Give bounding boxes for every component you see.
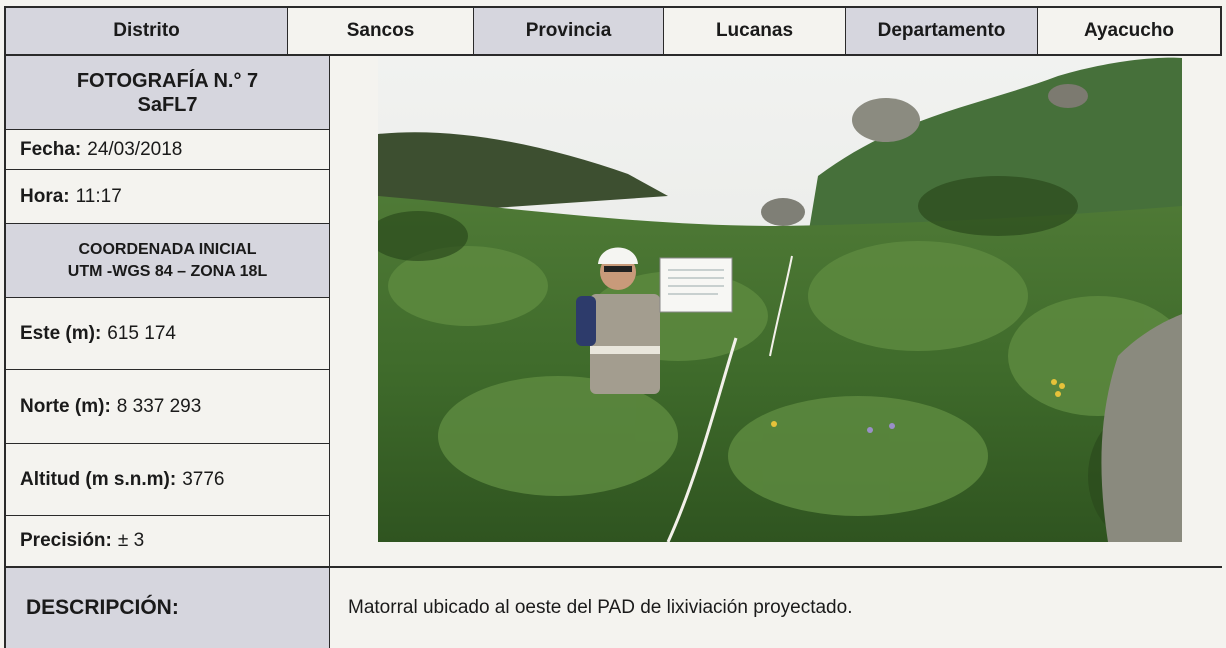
photo-number: FOTOGRAFÍA N.° 7 (76, 69, 259, 92)
field-photo-image (378, 56, 1182, 542)
provincia-value: Lucanas (664, 8, 846, 54)
altitud-cell: Altitud (m s.n.m): 3776 (6, 444, 329, 516)
distrito-value: Sancos (288, 8, 474, 54)
este-cell: Este (m): 615 174 (6, 298, 329, 370)
departamento-label: Departamento (846, 8, 1038, 54)
description-text: Matorral ubicado al oeste del PAD de lix… (348, 597, 853, 618)
clipped-header-strip (0, 0, 1226, 8)
fecha-value: 24/03/2018 (87, 138, 183, 160)
coordenada-system: UTM -WGS 84 – ZONA 18L (67, 262, 268, 280)
distrito-label: Distrito (6, 8, 288, 54)
hora-cell: Hora: 11:17 (6, 170, 329, 224)
precision-value: ± 3 (117, 530, 145, 551)
norte-cell: Norte (m): 8 337 293 (6, 370, 329, 444)
departamento-value: Ayacucho (1083, 20, 1175, 41)
hora-value: 11:17 (75, 185, 122, 207)
photo-title-cell: FOTOGRAFÍA N.° 7 SaFL7 (6, 56, 329, 130)
norte-label: Norte (m): (20, 395, 111, 417)
field-photo (378, 56, 1182, 542)
surveyor-figure (576, 247, 660, 394)
norte-value: 8 337 293 (116, 395, 202, 417)
coordenada-title: COORDENADA INICIAL (78, 240, 257, 258)
fecha-label: Fecha: (20, 138, 82, 160)
precision-label: Precisión: (20, 530, 112, 551)
location-header-row: Distrito Sancos Provincia Lucanas Depart… (4, 6, 1222, 56)
altitud-value: 3776 (182, 468, 225, 490)
photo-code: SaFL7 (137, 93, 198, 116)
este-label: Este (m): (20, 322, 102, 344)
fecha-cell: Fecha: 24/03/2018 (6, 130, 329, 170)
provincia-label: Provincia (474, 8, 664, 54)
description-label: DESCRIPCIÓN: (4, 568, 330, 648)
este-value: 615 174 (107, 322, 176, 344)
description-row: DESCRIPCIÓN: Matorral ubicado al oeste d… (4, 566, 1222, 648)
info-column: FOTOGRAFÍA N.° 7 SaFL7 Fecha: 24/03/2018… (4, 56, 330, 648)
altitud-label: Altitud (m s.n.m): (20, 468, 177, 490)
hora-label: Hora: (20, 185, 70, 207)
precision-cell: Precisión: ± 3 (6, 516, 329, 566)
coordenada-cell: COORDENADA INICIAL UTM -WGS 84 – ZONA 18… (6, 224, 329, 298)
